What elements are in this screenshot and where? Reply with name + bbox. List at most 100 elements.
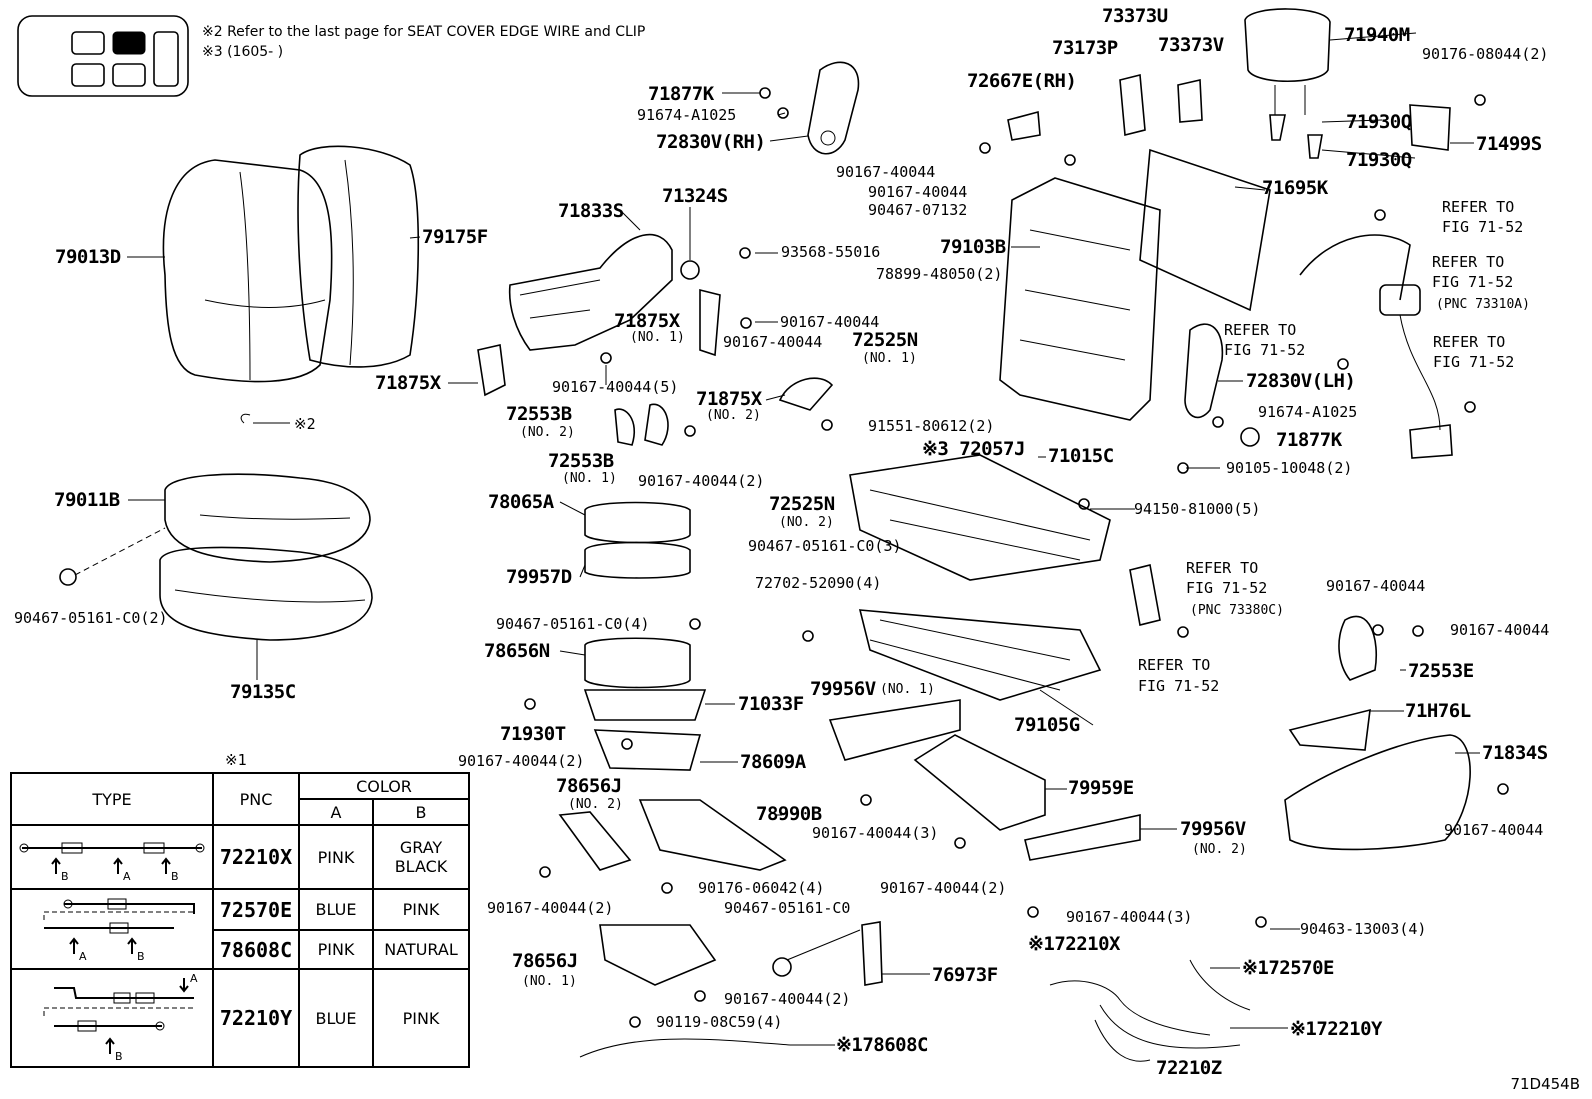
refer-3a: REFER TO (1224, 321, 1297, 339)
label-72553B-no2: 72553B (506, 403, 572, 425)
cover-78656J-no1 (599, 924, 717, 986)
legend-header-type: TYPE (10, 772, 214, 826)
label-79956V-no2-sub: (NO. 2) (1192, 842, 1247, 857)
label-79956V-no1: 79956V (810, 678, 876, 700)
clip-90467 (772, 957, 792, 977)
label-71877K-top: 71877K (648, 83, 714, 105)
label-90467-c0: 90467-05161-C0 (724, 899, 851, 917)
side-shield-71834S (1284, 734, 1471, 851)
seat-position-icon (17, 15, 189, 97)
label-78608C: ※178608C (836, 1034, 929, 1056)
label-90167-a: 90167-40044 (780, 313, 880, 331)
label-78656J-no1-sub: (NO. 1) (522, 974, 577, 989)
label-79956V-no1-sub: (NO. 1) (880, 682, 935, 697)
label-90167-d: 90167-40044 (868, 183, 968, 201)
marker-b: B (61, 870, 69, 883)
legend-pnc-72210X: 72210X (212, 824, 300, 890)
bracket-78990B (638, 799, 787, 871)
cushion-frame-71015C (849, 454, 1111, 581)
label-72525N-no1-sub: (NO. 1) (862, 351, 917, 366)
cover-72553B-no2 (614, 408, 635, 446)
cushion-cover-79011B (164, 473, 371, 563)
label-78990B: 78990B (756, 803, 822, 825)
label-71695K: 71695K (1262, 177, 1328, 199)
legend-a-72570E: BLUE (298, 887, 374, 932)
label-94150: 94150-81000(5) (1134, 500, 1261, 518)
cover-78656J-no2 (558, 811, 632, 871)
refer-3b: FIG 71-52 (1224, 341, 1306, 359)
legend-b2-72210X: BLACK (394, 857, 448, 876)
legend-b-72570E: PINK (372, 887, 470, 932)
bolts (524, 87, 1509, 1028)
seat-track-79105G (858, 609, 1102, 701)
refer-5a: REFER TO (1186, 559, 1259, 577)
seat-belt (1299, 234, 1453, 459)
label-71834S: 71834S (1482, 742, 1548, 764)
label-79013D: 79013D (55, 246, 121, 268)
label-79957D: 79957D (506, 566, 572, 588)
label-90176-06042: 90176-06042(4) (698, 879, 825, 897)
trim-71875X-no1 (699, 288, 721, 357)
refer-1a: REFER TO (1442, 198, 1515, 216)
leader-lines (127, 32, 1480, 1046)
label-93568: 93568-55016 (781, 243, 881, 261)
label-71930Q-b: 71930Q (1346, 149, 1412, 171)
legend-header-color: COLOR (298, 772, 470, 800)
label-90467-c0-3: 90467-05161-C0(3) (748, 537, 902, 555)
cable-type-icon-1: B A B (19, 842, 205, 883)
legend-a-78608C: PINK (298, 929, 374, 970)
label-90467-07132: 90467-07132 (868, 201, 968, 219)
label-90167-3b: 90167-40044(3) (1066, 908, 1193, 926)
note-date-range: ※3 (1605- ) (202, 44, 284, 60)
legend-pnc-72210Y: 72210Y (212, 968, 300, 1068)
legend-header-b: B (372, 798, 470, 826)
cable-color-legend: TYPE PNC COLOR A B B A B 72210X PINK GRA… (10, 772, 470, 1068)
marker-a: A (190, 972, 198, 985)
label-71H76L: 71H76L (1405, 700, 1471, 722)
label-79959E: 79959E (1068, 777, 1134, 799)
label-71324S: 71324S (662, 185, 728, 207)
cover-72553B-no1 (644, 403, 669, 446)
label-71877K-b: 71877K (1276, 429, 1342, 451)
label-90167-f: 90167-40044 (1450, 621, 1550, 639)
label-78656J-no1: 78656J (512, 950, 578, 972)
label-78656J-no2: 78656J (556, 775, 622, 797)
note-edge-wire: ※2 Refer to the last page for SEAT COVER… (202, 24, 646, 40)
label-71875X-no2: 71875X (696, 388, 762, 410)
seatback-cover-79013D (162, 159, 333, 383)
label-90467-c0-2: 90467-05161-C0(2) (14, 609, 168, 627)
label-78656N: 78656N (484, 640, 550, 662)
refer-2c: (PNC 73310A) (1436, 297, 1530, 312)
label-90105: 90105-10048(2) (1226, 459, 1353, 477)
cable-78608C (579, 1038, 791, 1058)
label-71833S: 71833S (558, 200, 624, 222)
label-79956V-no2: 79956V (1180, 818, 1246, 840)
label-72830V-RH: 72830V(RH) (656, 131, 766, 153)
board-71695K (1139, 148, 1271, 312)
label-71875X-no1: 71875X (614, 310, 680, 332)
label-71940M: 71940M (1344, 24, 1410, 46)
legend-b-72210Y: PINK (372, 968, 470, 1068)
panel-76973F (861, 921, 883, 986)
refer-6a: REFER TO (1138, 656, 1211, 674)
clip-icon (59, 568, 77, 586)
hinge-71033F (583, 689, 707, 721)
label-76973F: 76973F (932, 964, 998, 986)
label-79135C: 79135C (230, 681, 296, 703)
trim-71875X-no2 (778, 377, 834, 411)
label-90167-g: 90167-40044 (1444, 821, 1544, 839)
label-72830V-LH: 72830V(LH) (1246, 370, 1356, 392)
label-71875X-no2-sub: (NO. 2) (706, 408, 761, 423)
pad-78065A (584, 501, 691, 544)
label-79103B: 79103B (940, 236, 1006, 258)
label-78656J-no2-sub: (NO. 2) (568, 797, 623, 812)
label-71930T: 71930T (500, 723, 566, 745)
legend-header-pnc: PNC (212, 772, 300, 826)
cable-harness (1049, 959, 1251, 1062)
legend-pnc-72570E: 72570E (212, 887, 300, 932)
legend-header-a: A (298, 798, 374, 826)
label-90176-08044: 90176-08044(2) (1422, 45, 1549, 63)
diagram-code: 71D454B (1510, 1075, 1580, 1093)
